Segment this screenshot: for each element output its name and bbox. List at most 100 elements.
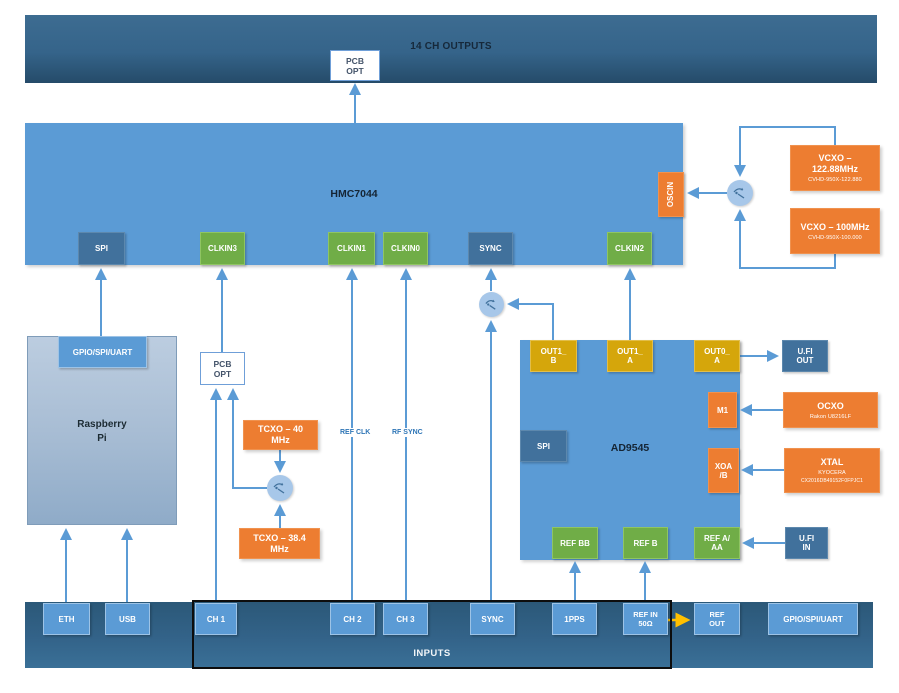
input-ch2-label: CH 2	[343, 614, 362, 624]
ad9545-port-xoab-line2: /B	[719, 470, 728, 480]
ufi-in-block: U.FI IN	[785, 527, 828, 559]
raspberry-pi-label: Raspberry Pi	[27, 418, 177, 446]
ad9545-port-out1a: OUT1_ A	[607, 340, 653, 372]
hmc7044-port-clkin2-label: CLKIN2	[615, 244, 644, 253]
ufi-out-line1: U.FI	[797, 347, 813, 356]
tcxo-40-block: TCXO – 40 MHz	[243, 420, 318, 450]
ufi-in-line2: IN	[802, 543, 811, 552]
hmc7044-port-spi: SPI	[78, 232, 125, 265]
xtal-part: CX2016DB49152F0FPJC1	[800, 478, 864, 484]
pcb-opt-mid-line2: OPT	[213, 368, 232, 379]
ad9545-port-out1a-line1: OUT1_	[617, 347, 643, 356]
ad9545-port-refaaa-line2: AA	[711, 543, 723, 552]
vcxo-100-block: VCXO – 100MHz CVHD-950X-100.000	[790, 208, 880, 254]
hmc7044-port-spi-label: SPI	[95, 244, 108, 253]
ad9545-port-refb-label: REF B	[633, 538, 658, 548]
rf-sync-wire-label: RF SYNC	[390, 428, 425, 437]
ad9545-port-out0a-line1: OUT0_	[704, 347, 730, 356]
vcxo-100-name: VCXO – 100MHz	[800, 221, 870, 232]
switch-icon	[733, 187, 745, 199]
input-eth-label: ETH	[58, 614, 75, 624]
ad9545-port-out1b-line2: B	[550, 356, 557, 365]
hmc7044-title: HMC7044	[330, 188, 378, 200]
ad9545-port-m1-label: M1	[716, 405, 729, 415]
tcxo-select-switch	[267, 475, 293, 501]
ad9545-port-refaaa: REF A/ AA	[694, 527, 740, 559]
input-usb: USB	[105, 603, 150, 635]
vcxo-100-part: CVHD-950X-100.000	[808, 234, 862, 241]
ref-clk-wire-label: REF CLK	[338, 428, 373, 437]
hmc7044-port-clkin3-label: CLKIN3	[208, 244, 237, 253]
ad9545-port-out1b: OUT1_ B	[530, 340, 577, 372]
ocxo-block: OCXO Rakon U8216LF	[783, 392, 878, 428]
hmc7044-port-clkin3: CLKIN3	[200, 232, 245, 265]
hmc7044-port-clkin2: CLKIN2	[607, 232, 652, 265]
ad9545-port-out0a-line2: A	[714, 356, 720, 365]
raspberry-pi-port-gpio: GPIO/SPI/UART	[58, 336, 147, 368]
input-sync-label: SYNC	[481, 614, 504, 624]
ocxo-name: OCXO	[817, 400, 844, 411]
input-ch2: CH 2	[330, 603, 375, 635]
inputs-group-outline	[192, 600, 672, 669]
vcxo-122-name-line2: 122.88MHz	[811, 164, 859, 174]
vcxo-122-name-line1: VCXO –	[818, 153, 852, 163]
ad9545-port-out0a: OUT0_ A	[694, 340, 740, 372]
outputs-bar-label: 14 CH OUTPUTS	[410, 40, 492, 52]
pcb-opt-mid-line1: PCB	[213, 358, 232, 369]
input-usb-label: USB	[119, 614, 136, 624]
vcxo-122-block: VCXO – 122.88MHz CVHD-950X-122.880	[790, 145, 880, 191]
hmc7044-port-clkin1: CLKIN1	[328, 232, 375, 265]
input-sync: SYNC	[470, 603, 515, 635]
pcb-opt-top-block: PCB OPT	[330, 50, 380, 81]
ad9545-port-xoab: XOA /B	[708, 448, 739, 493]
xtal-name: XTAL	[820, 457, 844, 467]
input-1pps-label: 1PPS	[564, 614, 585, 624]
ocxo-part: Rakon U8216LF	[809, 413, 852, 420]
tcxo-384-block: TCXO – 38.4 MHz	[239, 528, 320, 559]
ad9545-port-refbb-label: REF BB	[560, 538, 590, 548]
hmc7044-port-clkin0: CLKIN0	[383, 232, 428, 265]
hmc7044-port-sync-label: SYNC	[479, 244, 502, 253]
ufi-out-block: U.FI OUT	[782, 340, 828, 372]
inputs-group-label: INPUTS	[413, 648, 451, 659]
input-gpio-spi-uart: GPIO/SPI/UART	[768, 603, 858, 635]
ad9545-port-refbb: REF BB	[552, 527, 598, 559]
input-ch3-label: CH 3	[396, 614, 415, 624]
xtal-block: XTAL KYOCERA CX2016DB49152F0FPJC1	[784, 448, 880, 493]
tcxo-384-line1: TCXO – 38.4	[253, 532, 306, 543]
xtal-maker: KYOCERA	[818, 470, 846, 476]
ad9545-port-out1b-line1: OUT1_	[540, 347, 567, 356]
input-1pps: 1PPS	[552, 603, 597, 635]
ad9545-port-spi: SPI	[520, 430, 567, 462]
input-refin-line1: REF IN	[633, 610, 658, 619]
pcb-opt-top-line1: PCB	[346, 55, 364, 66]
hmc7044-port-clkin1-label: CLKIN1	[337, 244, 366, 253]
ad9545-port-out1a-line2: A	[627, 356, 633, 365]
input-eth: ETH	[43, 603, 90, 635]
input-refin: REF IN 50Ω	[623, 603, 668, 635]
hmc7044-port-clkin0-label: CLKIN0	[391, 244, 420, 253]
raspberry-pi-label-line1: Raspberry	[77, 419, 127, 430]
hmc7044-port-oscin-label: OSCIN	[666, 181, 676, 208]
vcxo-select-switch	[727, 180, 753, 206]
input-refin-line2: 50Ω	[638, 619, 653, 628]
hmc7044-port-oscin: OSCIN	[658, 172, 684, 217]
tcxo-40-line2: MHz	[271, 435, 290, 445]
ad9545-port-refaaa-line1: REF A/	[704, 534, 730, 543]
hmc7044-port-sync: SYNC	[468, 232, 513, 265]
switch-icon	[485, 299, 496, 310]
outputs-bar: 14 CH OUTPUTS	[25, 15, 877, 83]
pcb-opt-mid-block: PCB OPT	[200, 352, 245, 385]
tcxo-40-line1: TCXO – 40	[257, 424, 304, 434]
ufi-in-line1: U.FI	[798, 534, 815, 543]
ufi-out-line2: OUT	[796, 356, 814, 365]
raspberry-pi-label-line2: Pi	[97, 433, 107, 444]
ad9545-port-spi-label: SPI	[537, 441, 550, 451]
tcxo-384-line2: MHz	[270, 543, 289, 554]
ad9545-port-m1: M1	[708, 392, 737, 428]
output-refout-line2: OUT	[709, 619, 725, 628]
switch-icon	[273, 482, 285, 494]
ad9545-port-refb: REF B	[623, 527, 668, 559]
pcb-opt-top-line2: OPT	[346, 65, 364, 76]
